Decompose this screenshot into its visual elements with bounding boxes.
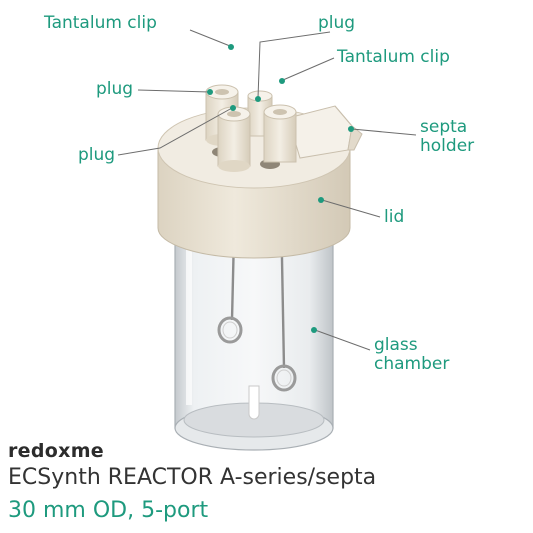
brand-logo: redoxme bbox=[8, 440, 104, 462]
label-plug-lower: plug bbox=[78, 145, 116, 165]
product-title: ECSynth REACTOR A-series/septa bbox=[8, 465, 377, 490]
product-subtitle: 30 mm OD, 5-port bbox=[8, 498, 209, 523]
brand-part3: me bbox=[70, 440, 104, 462]
glass-highlight bbox=[186, 245, 192, 405]
label-plug-top: plug bbox=[318, 13, 356, 33]
leader-lines bbox=[117, 29, 417, 351]
wire-loop-left bbox=[217, 316, 243, 344]
brand-part1: redo bbox=[8, 440, 59, 462]
label-tantalum-clip-right: Tantalum clip bbox=[337, 47, 450, 67]
plug-front bbox=[217, 106, 251, 172]
label-glass-chamber-line1: glass bbox=[374, 335, 418, 355]
label-glass-chamber-line2: chamber bbox=[374, 354, 450, 374]
wire-loop-right bbox=[271, 364, 297, 392]
septa-holder bbox=[287, 105, 363, 159]
label-lid: lid bbox=[384, 207, 405, 227]
plug-right bbox=[263, 104, 297, 163]
brand-part2: x bbox=[58, 440, 71, 462]
glass-chamber bbox=[174, 227, 334, 451]
label-septa-holder-line2: holder bbox=[420, 136, 475, 156]
leader-dots bbox=[207, 44, 354, 333]
stir-bar bbox=[248, 385, 260, 420]
label-plug-left: plug bbox=[96, 79, 134, 99]
label-septa-holder-line1: septa bbox=[420, 117, 468, 137]
label-tantalum-clip-top: Tantalum clip bbox=[44, 13, 157, 33]
